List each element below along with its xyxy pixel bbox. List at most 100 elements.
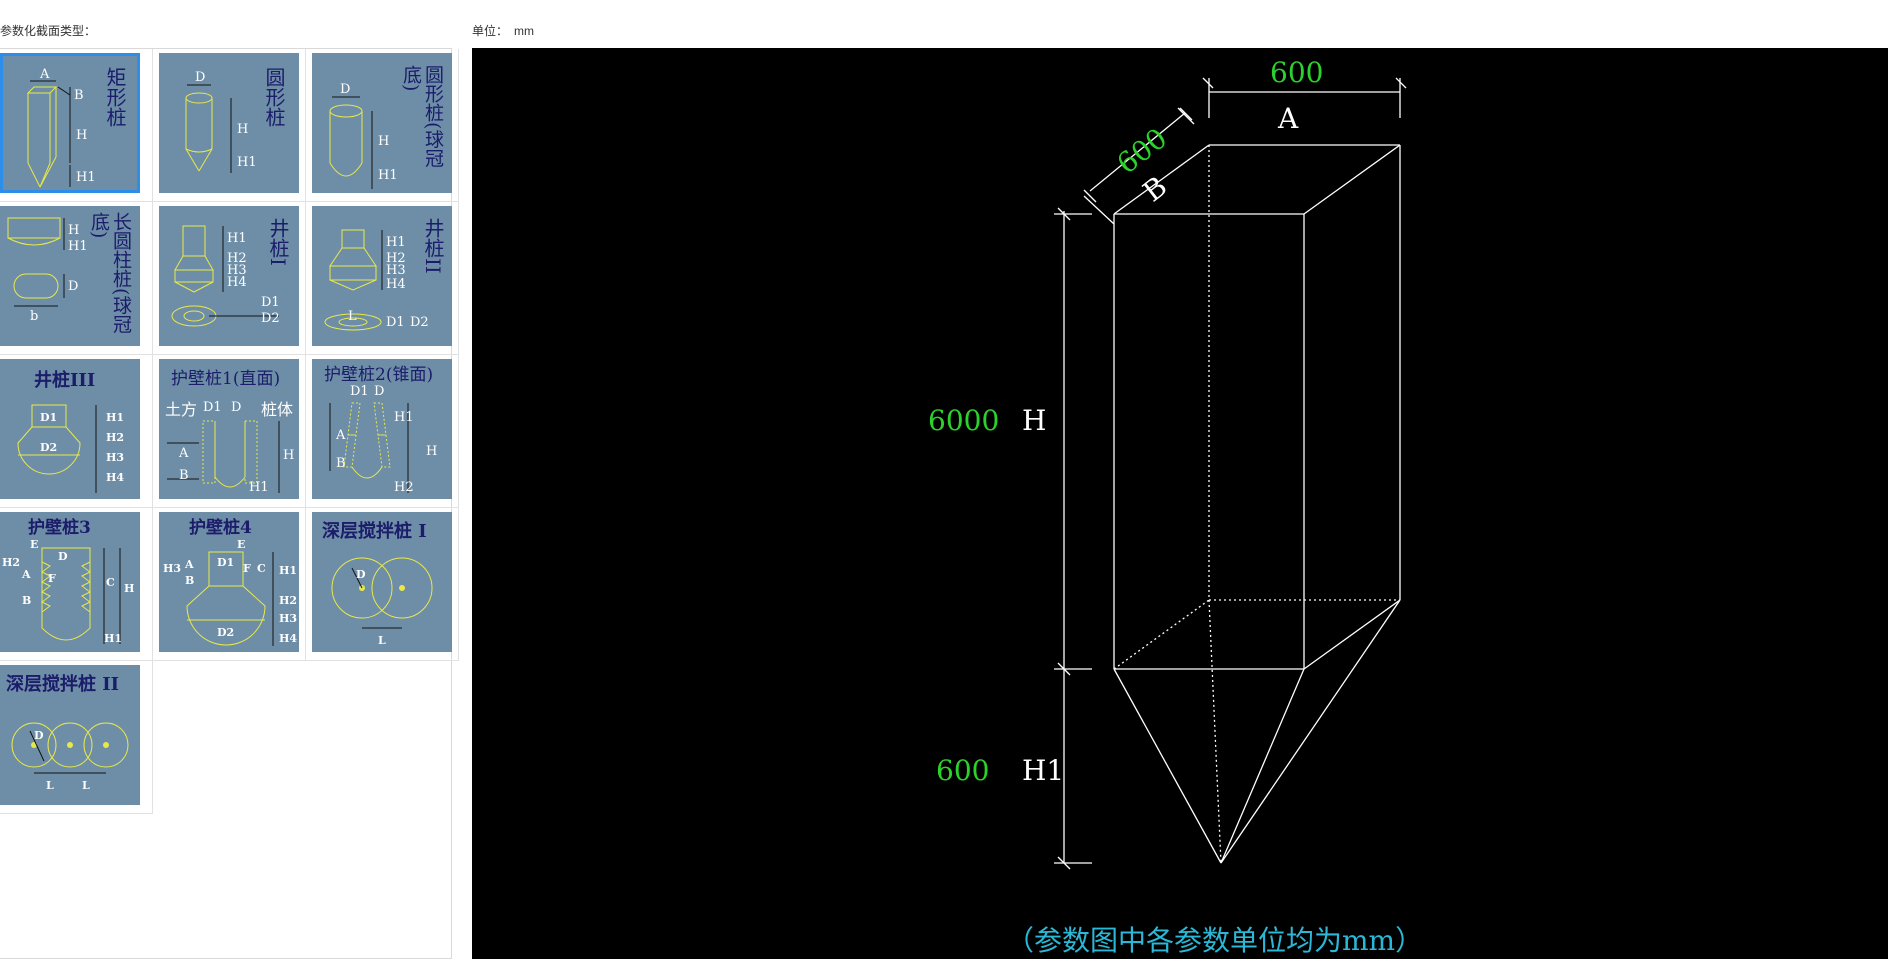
tile-label: L xyxy=(378,634,386,647)
tile-label: C xyxy=(106,576,115,589)
tile-oblong-pile-image: 长圆柱桩(球冠底) H H1 D b xyxy=(0,206,140,346)
tile-label: b xyxy=(30,309,39,324)
tile-label: A xyxy=(336,428,346,443)
tile-label: D xyxy=(340,82,351,97)
round-pile-dome-sketch-icon xyxy=(329,96,373,189)
tile-label: D xyxy=(68,279,79,294)
section-tile-deep-mixing-pile-2[interactable]: 深层搅拌桩 II D L L xyxy=(0,661,153,814)
tile-title: 护壁桩1(直面) xyxy=(171,369,281,389)
tile-title: 井桩I xyxy=(266,218,290,266)
tile-label: D xyxy=(374,384,385,399)
tile-label: H4 xyxy=(279,632,298,645)
section-type-grid: 矩形桩 A B H H1 圆形桩 D xyxy=(0,49,459,814)
dim-value-a: 600 xyxy=(1270,56,1324,89)
pile-edge xyxy=(1113,144,1210,215)
tile-label: H1 xyxy=(249,480,269,495)
tile-title: 井桩III xyxy=(34,370,96,391)
section-tile-oblong-pile[interactable]: 长圆柱桩(球冠底) H H1 D b xyxy=(0,202,153,355)
deep-mixing-pile-2-sketch-icon xyxy=(11,722,129,774)
section-tile-rect-pile[interactable]: 矩形桩 A B H H1 xyxy=(0,49,153,202)
tile-label: D2 xyxy=(410,315,429,330)
tile-label: D xyxy=(356,568,366,581)
section-tile-deep-mixing-pile-1[interactable]: 深层搅拌桩 I D L xyxy=(306,508,459,661)
tile-label: H3 xyxy=(279,612,298,625)
dim-tick-h xyxy=(1057,856,1071,870)
tile-rect-pile-image: 矩形桩 A B H H1 xyxy=(0,53,140,193)
tile-label: B xyxy=(336,456,346,471)
tile-label: H2 xyxy=(227,251,247,266)
section-tile-round-pile[interactable]: 圆形桩 D H H1 xyxy=(153,49,306,202)
pile-edge xyxy=(1303,599,1401,670)
tile-label: H1 xyxy=(106,411,125,424)
tile-label: E xyxy=(237,538,246,551)
tile-label: H2 xyxy=(2,556,21,569)
dim-value-h1: 600 xyxy=(936,754,990,787)
section-tile-retaining-pile-2[interactable]: 护壁桩2(锥面) D1 D A B H1 H H2 xyxy=(306,355,459,508)
tile-label: H xyxy=(378,134,390,149)
tile-label: D1 xyxy=(40,411,58,424)
dim-label-h: H xyxy=(1022,404,1047,437)
dim-label-a: A xyxy=(1278,102,1299,135)
tile-well-pile-1-image: 井桩I H1 H2 H3 H4 D1 D2 xyxy=(159,206,299,346)
retaining-pile-4-sketch-icon xyxy=(186,551,274,646)
section-tile-well-pile-2[interactable]: 井桩II H1 H2 H3 H4 L D1 D2 xyxy=(306,202,459,355)
tile-label: B xyxy=(179,468,189,483)
section-tile-retaining-pile-4[interactable]: 护壁桩4 E H3 A B D1 F C H1 H2 H3 H4 D2 xyxy=(153,508,306,661)
tile-label: F xyxy=(243,562,251,575)
tile-title: 深层搅拌桩 II xyxy=(6,674,120,695)
pile-tip-edge xyxy=(1220,668,1305,864)
section-tile-retaining-pile-1[interactable]: 护壁桩1(直面) 土方 D1 D 桩体 A B H H1 xyxy=(153,355,306,508)
tile-label: C xyxy=(257,562,266,575)
tile-title: 护壁桩3 xyxy=(28,518,91,538)
window-top-strip xyxy=(0,0,1900,6)
dim-tick-a xyxy=(1202,77,1214,89)
pile-tip-hidden-edge xyxy=(1208,599,1222,864)
section-tile-round-pile-dome[interactable]: 圆形桩(球冠底) D H H1 xyxy=(306,49,459,202)
section-tile-well-pile-1[interactable]: 井桩I H1 H2 H3 H4 D1 D2 xyxy=(153,202,306,355)
tile-label: H3 xyxy=(106,451,125,464)
tile-label: D xyxy=(195,70,206,85)
tile-retaining-pile-3-image: 护壁桩3 E D H2 A F B C H H1 xyxy=(0,512,140,652)
tile-label: F xyxy=(48,572,56,585)
tile-label: A xyxy=(40,67,50,82)
pile-hidden-edge xyxy=(1113,599,1210,670)
section-tile-retaining-pile-3[interactable]: 护壁桩3 E D H2 A F B C H H1 xyxy=(0,508,153,661)
tile-label: H1 xyxy=(76,170,96,185)
tile-retaining-pile-1-image: 护壁桩1(直面) 土方 D1 D 桩体 A B H H1 xyxy=(159,359,299,499)
unit-caption: 单位： xyxy=(472,24,509,38)
tile-label: H xyxy=(426,444,438,459)
tile-label: H xyxy=(68,223,80,238)
tile-label: H1 xyxy=(104,632,123,645)
tile-title: 圆形桩(球冠底) xyxy=(400,65,444,168)
tile-label: H2 xyxy=(106,431,125,444)
tile-retaining-pile-4-image: 护壁桩4 E H3 A B D1 F C H1 H2 H3 H4 D2 xyxy=(159,512,299,652)
dim-tick-b xyxy=(1083,189,1097,203)
tile-title: 护壁桩4 xyxy=(189,518,252,538)
tile-label: D xyxy=(58,550,68,563)
tile-label: H1 xyxy=(394,410,414,425)
section-type-label: 参数化截面类型： xyxy=(0,24,97,38)
retaining-pile-3-sketch-icon xyxy=(41,547,121,644)
dim-ext-b xyxy=(1177,107,1195,125)
tile-label: H1 xyxy=(386,235,406,250)
tile-label: D2 xyxy=(261,311,280,326)
tile-label: L xyxy=(82,779,90,792)
pile-tip-edge xyxy=(1220,599,1401,864)
tile-label: H4 xyxy=(106,471,125,484)
tile-label: H3 xyxy=(386,263,406,278)
dim-label-h1: H1 xyxy=(1022,754,1065,787)
tile-label: D2 xyxy=(40,441,58,454)
dim-line-b xyxy=(1089,112,1186,192)
well-pile-2-sketch-icon xyxy=(324,229,383,331)
tile-title: 护壁桩2(锥面) xyxy=(324,365,434,385)
tile-title: 井桩II xyxy=(421,218,445,274)
tile-label: H3 xyxy=(163,562,182,575)
section-tile-well-pile-3[interactable]: 井桩III D1 D2 H1 H2 H3 H4 xyxy=(0,355,153,508)
tile-label: D2 xyxy=(217,626,235,639)
rect-pile-sketch-icon xyxy=(26,80,71,188)
dim-tick-h xyxy=(1057,662,1071,676)
tile-label: H2 xyxy=(386,251,406,266)
tile-round-pile-dome-image: 圆形桩(球冠底) D H H1 xyxy=(312,53,452,193)
tile-label: H xyxy=(124,582,135,595)
